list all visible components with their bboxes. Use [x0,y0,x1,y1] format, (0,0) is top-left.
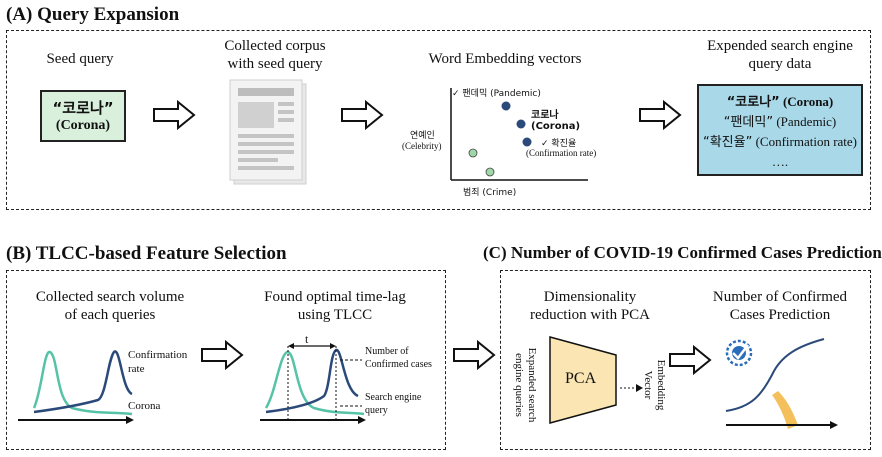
word-confirmation-en: (Confirmation rate) [526,148,597,158]
arrow-right-icon [152,99,196,131]
search-query-line2: query [365,405,388,416]
prediction-label-line1: Number of Confirmed [712,289,848,305]
pca-trapezoid [548,335,618,430]
section-a-title: (A) Query Expansion [6,4,180,25]
embedding-label: Word Embedding vectors [428,51,582,67]
corpus-label: Collected corpus with seed query [200,37,350,73]
section-b-title: (B) TLCC-based Feature Selection [6,243,287,264]
section-c-frame [500,270,871,450]
seed-query-english: (Corona) [55,118,111,133]
tlcc-label-line2: using TLCC [297,307,373,323]
word-confirmation-kr: ✓ 확진율 [541,139,577,149]
pca-label-line1: Dimensionality [543,289,637,305]
confirmation-rate-line1: Confirmation [128,349,188,361]
arrow-right-icon [452,339,496,371]
embedding-vector-line2: Vector [642,370,654,400]
word-corona: 코로나 (Corona) [531,110,581,132]
expanded-label: Expended search engine query data [690,37,870,73]
corpus-label-line1: Collected corpus [224,38,326,54]
virus-check-icon [725,339,753,367]
expanded-query-box: “코로나” (Corona) “팬데믹” (Pandemic) “확진율” (C… [697,84,863,176]
section-a-frame [6,30,871,210]
prediction-label: Number of Confirmed Cases Prediction [700,288,860,324]
pca-box-label: PCA [565,370,597,387]
expanded-query-more: …. [771,154,789,169]
search-query-line1: Search engine [365,392,422,403]
arrow-right-icon [200,339,244,371]
seed-query-label: Seed query [46,51,114,67]
word-crime: 범죄 (Crime) [463,188,517,198]
search-volume-label: Collected search volume of each queries [10,288,210,324]
search-volume-label-line1: Collected search volume [35,289,185,305]
pca-input-line1: Expanded search [526,347,538,423]
embedding-vector-line1: Embedding [655,359,667,411]
seed-query-korean: “코로나” [52,99,114,117]
embedding-dot-green [468,148,478,158]
pca-input-label: Expanded search engine queries [510,332,540,442]
confirmation-rate-label: Confirmation rate [128,348,187,376]
search-volume-chart [14,330,134,431]
section-c-title: (C) Number of COVID-19 Confirmed Cases P… [483,243,882,262]
newspaper-icon [229,79,310,193]
dotted-arrow-icon [620,380,644,398]
prediction-label-line2: Cases Prediction [729,307,831,323]
expanded-query-3: “확진율” (Confirmation rate) [702,134,858,150]
corona-series-label: Corona [128,400,161,412]
embedding-dot-blue [501,101,511,111]
arrow-right-icon [638,99,682,131]
section-b-frame [6,270,446,450]
search-query-label: Search engine query [365,391,421,417]
confirmation-rate-line2: rate [128,363,145,375]
confirmed-cases-label: Number of Confirmed cases [365,345,432,371]
word-celebrity-en: (Celebrity) [402,141,442,151]
pca-label: Dimensionality reduction with PCA [510,288,670,324]
tlcc-label: Found optimal time-lag using TLCC [250,288,420,324]
seed-query-box: “코로나” (Corona) [40,90,126,142]
embedding-dot-green [485,167,495,177]
search-volume-label-line2: of each queries [64,307,156,323]
confirmed-cases-line1: Number of [365,346,409,357]
word-celebrity-kr: 연예인 [410,131,435,141]
expanded-label-line2: query data [748,56,812,72]
confirmed-cases-line2: Confirmed cases [365,359,432,370]
expanded-query-1: “코로나” (Corona) [726,94,834,110]
arrow-right-icon [668,344,712,376]
expanded-query-2: “팬데믹” (Pandemic) [723,114,837,130]
tlcc-label-line1: Found optimal time-lag [264,289,406,305]
word-pandemic: ✓ 팬데믹 (Pandemic) [452,89,541,99]
expanded-label-line1: Expended search engine [707,38,853,54]
pca-input-line2: engine queries [513,353,525,417]
arrow-right-icon [340,99,384,131]
tlcc-chart [258,330,368,431]
prediction-chart [722,335,852,440]
corpus-label-line2: with seed query [227,56,323,72]
embedding-dot-blue [516,119,526,129]
embedding-dot-blue [522,137,532,147]
embedding-plot: ✓ 팬데믹 (Pandemic) 코로나 (Corona) ✓ 확진율 (Con… [388,80,598,205]
pca-label-line2: reduction with PCA [530,307,650,323]
embedding-vector-label: Embedding Vector [642,340,667,430]
time-lag-label: t [305,332,309,346]
